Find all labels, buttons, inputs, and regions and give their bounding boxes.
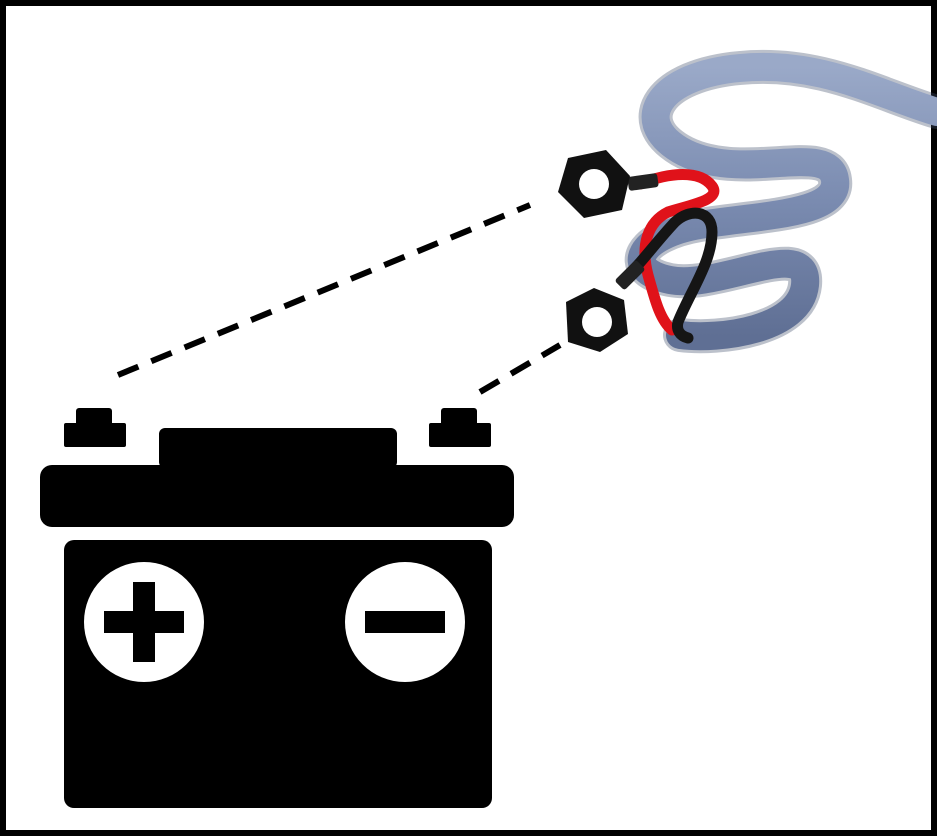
battery-top-cap	[159, 428, 397, 468]
positive-guide-line	[116, 202, 532, 378]
positive-ring-terminal-icon	[558, 150, 630, 218]
minus-icon	[345, 562, 465, 682]
negative-terminal-post	[441, 408, 477, 426]
connection-guides	[116, 202, 562, 395]
ring-terminal-cable-icon	[558, 49, 937, 354]
plus-icon	[84, 562, 204, 682]
positive-crimp	[627, 173, 659, 191]
negative-guide-line	[478, 342, 562, 395]
car-battery-icon	[40, 408, 514, 808]
negative-crimp	[615, 260, 645, 290]
positive-terminal-post	[76, 408, 112, 426]
positive-wire	[634, 169, 720, 336]
negative-wire	[622, 207, 718, 344]
negative-terminal-base	[429, 423, 491, 447]
cable-sheath	[627, 52, 937, 351]
battery-lid	[40, 465, 514, 527]
positive-terminal-base	[64, 423, 126, 447]
negative-ring-terminal-icon	[566, 288, 628, 352]
